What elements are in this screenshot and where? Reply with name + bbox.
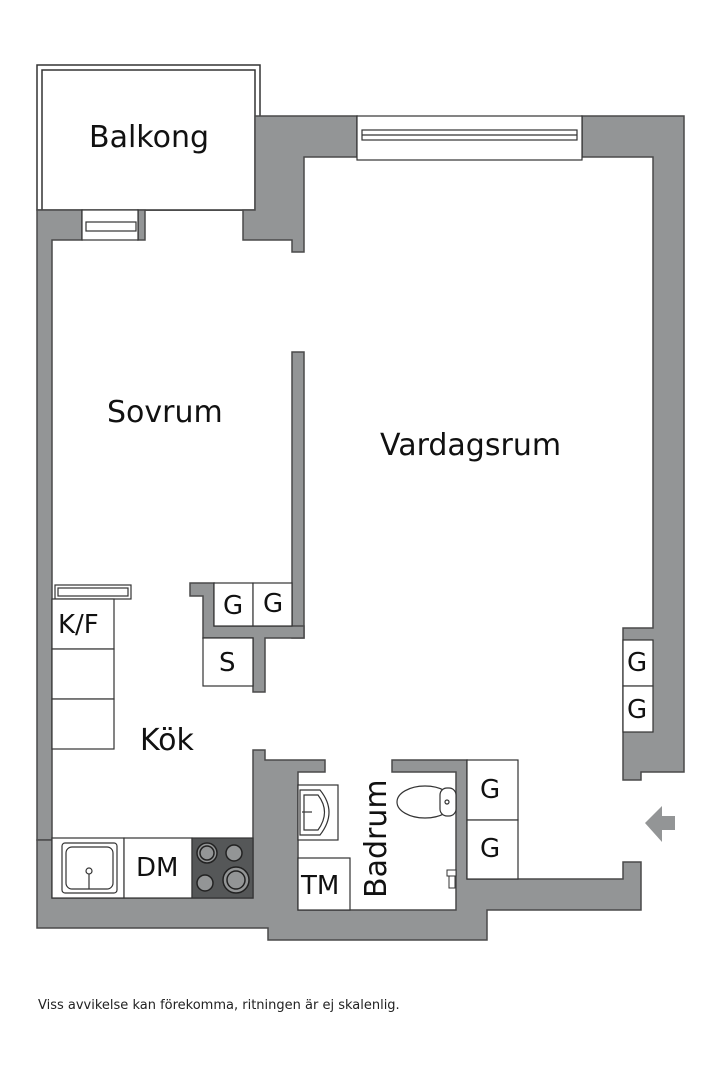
toilet-icon: [396, 785, 457, 819]
closet-label-3: G: [627, 648, 648, 678]
counter-box-2: [51, 698, 115, 750]
closet-label-2: G: [263, 589, 284, 619]
balcony: [36, 64, 261, 211]
window-kitchen: [54, 584, 132, 600]
balcony-door: [81, 209, 139, 241]
stove-icon: [191, 837, 254, 899]
closet-box-5: [466, 759, 519, 821]
fridge-box: [51, 598, 115, 650]
kitchen-sink-icon: [61, 842, 118, 894]
closet-box-1: [213, 582, 254, 627]
washer-box: [297, 857, 351, 911]
storage-label: S: [219, 648, 236, 678]
closet-box-2: [252, 582, 293, 627]
shower-icon: [446, 869, 457, 889]
entrance-arrow-icon: [645, 806, 675, 842]
closet-label-6: G: [480, 834, 501, 864]
closet-label-1: G: [223, 591, 244, 621]
wall-top-middle: [242, 115, 358, 253]
window-top: [356, 115, 583, 161]
fridge-freezer-label: K/F: [58, 610, 99, 640]
room-label-balkong: Balkong: [89, 120, 210, 155]
room-label-badrum: Badrum: [359, 779, 394, 898]
closet-box-4: [622, 685, 654, 733]
room-label-vardagsrum: Vardagsrum: [380, 428, 562, 463]
washing-machine-label: TM: [301, 871, 340, 901]
closet-box-6: [466, 819, 519, 880]
wall-partition: [291, 351, 305, 639]
dishwasher-box: [123, 837, 193, 899]
disclaimer-text: Viss avvikelse kan förekomma, ritningen …: [38, 998, 400, 1013]
wall-bottom: [36, 749, 642, 941]
room-label-kok: Kök: [140, 723, 194, 758]
counter-box-1: [51, 648, 115, 700]
wall-top-right: [581, 115, 685, 781]
room-label-sovrum: Sovrum: [107, 395, 223, 430]
wall-balcony-jamb: [137, 209, 146, 241]
closet-label-4: G: [627, 695, 648, 725]
dishwasher-label: DM: [136, 853, 179, 883]
closet-label-5: G: [480, 775, 501, 805]
storage-box: [202, 637, 254, 687]
washbasin-icon: [299, 789, 330, 836]
